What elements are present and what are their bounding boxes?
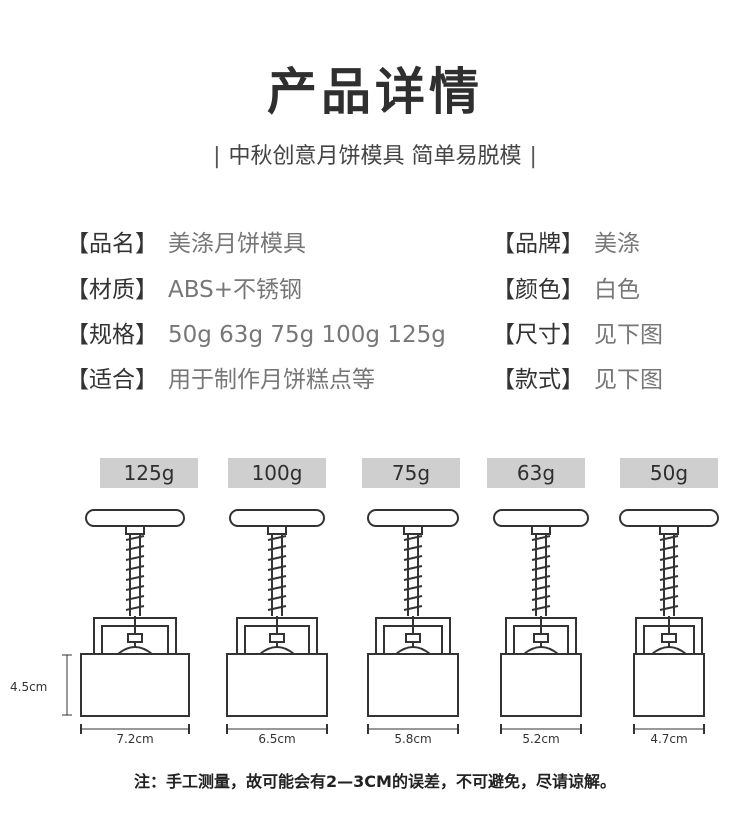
width-label-100g: 6.5cm bbox=[258, 732, 296, 746]
subtitle: | 中秋创意月饼模具 简单易脱模 | bbox=[0, 138, 750, 170]
measurement-note: 注：手工测量，故可能会有2—3CM的误差，不可避免，尽请谅解。 bbox=[134, 772, 616, 791]
spec-label: 【品牌】 bbox=[492, 231, 584, 257]
mold-illustration-63g bbox=[493, 509, 589, 734]
weight-badge-75g: 75g bbox=[362, 458, 460, 488]
spec-size: 【尺寸】见下图 bbox=[492, 315, 663, 349]
spec-value: 见下图 bbox=[594, 322, 663, 348]
weight-badge-125g: 125g bbox=[100, 458, 198, 488]
height-label: 4.5cm bbox=[10, 680, 48, 694]
spec-label: 【规格】 bbox=[66, 322, 158, 348]
spec-brand: 【品牌】美涤 bbox=[492, 224, 640, 258]
spec-value: 白色 bbox=[594, 277, 640, 303]
spec-value: ABS+不锈钢 bbox=[168, 277, 302, 303]
spec-specification: 【规格】 50g 63g 75g 100g 125g bbox=[66, 315, 446, 349]
spec-value: 美涤月饼模具 bbox=[168, 231, 306, 257]
spec-color: 【颜色】白色 bbox=[492, 270, 640, 304]
spec-name: 【品名】美涤月饼模具 bbox=[66, 224, 306, 258]
weight-badge-63g: 63g bbox=[487, 458, 585, 488]
height-dimension-line bbox=[62, 654, 72, 716]
weight-badge-50g: 50g bbox=[620, 458, 718, 488]
spec-value: 用于制作月饼糕点等 bbox=[168, 367, 375, 393]
weight-badge-100g: 100g bbox=[228, 458, 326, 488]
spec-usage: 【适合】用于制作月饼糕点等 bbox=[66, 360, 375, 394]
width-label-75g: 5.8cm bbox=[394, 732, 432, 746]
mold-illustration-100g bbox=[226, 509, 328, 734]
width-label-125g: 7.2cm bbox=[116, 732, 154, 746]
mold-illustration-75g bbox=[367, 509, 459, 734]
spec-label: 【款式】 bbox=[492, 367, 584, 393]
spec-label: 【尺寸】 bbox=[492, 322, 584, 348]
page-title: 产品详情 bbox=[267, 63, 483, 121]
width-label-50g: 4.7cm bbox=[650, 732, 688, 746]
spec-label: 【品名】 bbox=[66, 231, 158, 257]
spec-value: 50g 63g 75g 100g 125g bbox=[168, 322, 446, 348]
spec-label: 【颜色】 bbox=[492, 277, 584, 303]
mold-illustration-50g bbox=[619, 509, 719, 734]
width-label-63g: 5.2cm bbox=[522, 732, 560, 746]
spec-material: 【材质】 ABS+不锈钢 bbox=[66, 270, 302, 304]
mold-illustration-125g bbox=[80, 509, 190, 734]
subtitle-text: 中秋创意月饼模具 简单易脱模 bbox=[228, 144, 522, 169]
subtitle-bar-right: | bbox=[529, 144, 537, 169]
spec-value: 见下图 bbox=[594, 367, 663, 393]
subtitle-bar-left: | bbox=[213, 144, 221, 169]
spec-style: 【款式】见下图 bbox=[492, 360, 663, 394]
spec-label: 【适合】 bbox=[66, 367, 158, 393]
spec-value: 美涤 bbox=[594, 231, 640, 257]
spec-label: 【材质】 bbox=[66, 277, 158, 303]
